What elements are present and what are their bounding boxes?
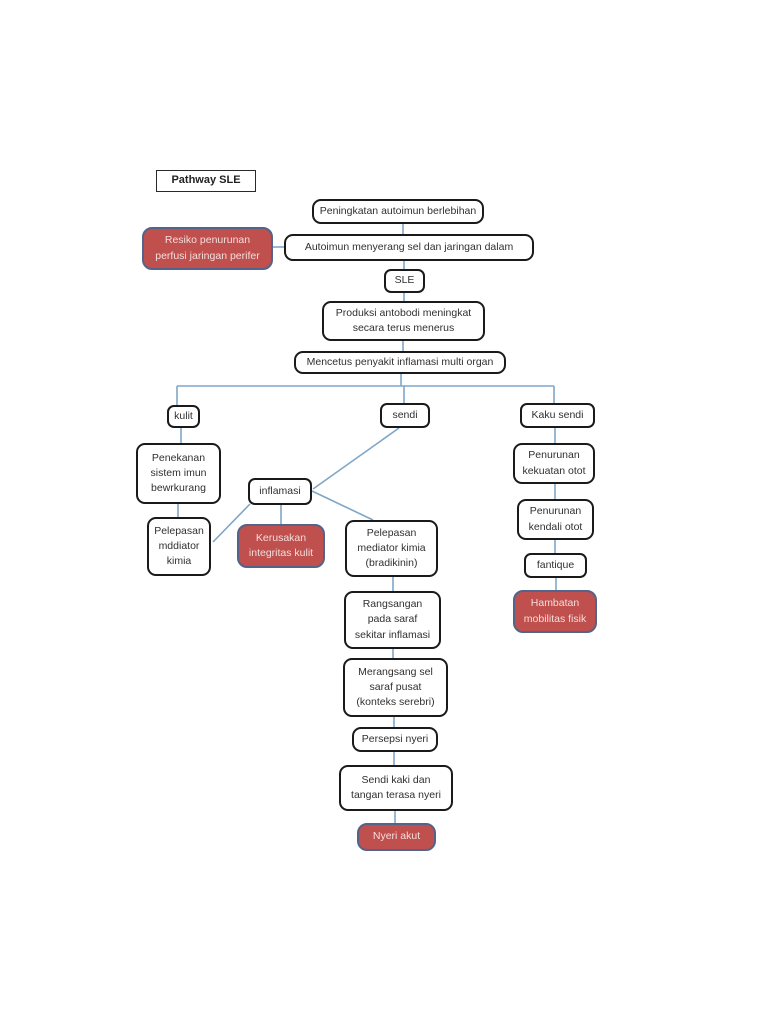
node-sle: SLE bbox=[384, 269, 425, 293]
node-kerusakan-integritas-kulit: Kerusakan integritas kulit bbox=[237, 524, 325, 568]
node-produksi-antibodi: Produksi antobodi meningkat secara terus… bbox=[322, 301, 485, 341]
node-rangsangan-saraf: Rangsangan pada saraf sekitar inflamasi bbox=[344, 591, 441, 649]
node-sendi-kaki-nyeri: Sendi kaki dan tangan terasa nyeri bbox=[339, 765, 453, 811]
node-hambatan-mobilitas-fisik: Hambatan mobilitas fisik bbox=[513, 590, 597, 633]
node-pelepasan-mediator-bradikinin: Pelepasan mediator kimia (bradikinin) bbox=[345, 520, 438, 577]
node-penekanan-imun: Penekanan sistem imun bewrkurang bbox=[136, 443, 221, 504]
connector bbox=[312, 427, 400, 490]
node-peningkatan-autoimun: Peningkatan autoimun berlebihan bbox=[312, 199, 484, 224]
node-autoimun-menyerang: Autoimun menyerang sel dan jaringan dala… bbox=[284, 234, 534, 261]
node-nyeri-akut: Nyeri akut bbox=[357, 823, 436, 851]
node-persepsi-nyeri: Persepsi nyeri bbox=[352, 727, 438, 752]
node-penurunan-kendali-otot: Penurunan kendali otot bbox=[517, 499, 594, 540]
node-merangsang-saraf-pusat: Merangsang sel saraf pusat (konteks sere… bbox=[343, 658, 448, 717]
node-pelepasan-mddiator: Pelepasan mddiator kimia bbox=[147, 517, 211, 576]
node-mencetus-inflamasi: Mencetus penyakit inflamasi multi organ bbox=[294, 351, 506, 374]
node-resiko-penurunan-perfusi: Resiko penurunan perfusi jaringan perife… bbox=[142, 227, 273, 270]
node-inflamasi: inflamasi bbox=[248, 478, 312, 505]
node-fantique: fantique bbox=[524, 553, 587, 578]
node-sendi: sendi bbox=[380, 403, 430, 428]
node-penurunan-kekuatan-otot: Penurunan kekuatan otot bbox=[513, 443, 595, 484]
diagram-title: Pathway SLE bbox=[156, 170, 256, 192]
node-kaku-sendi: Kaku sendi bbox=[520, 403, 595, 428]
node-kulit: kulit bbox=[167, 405, 200, 428]
connector bbox=[311, 490, 374, 521]
